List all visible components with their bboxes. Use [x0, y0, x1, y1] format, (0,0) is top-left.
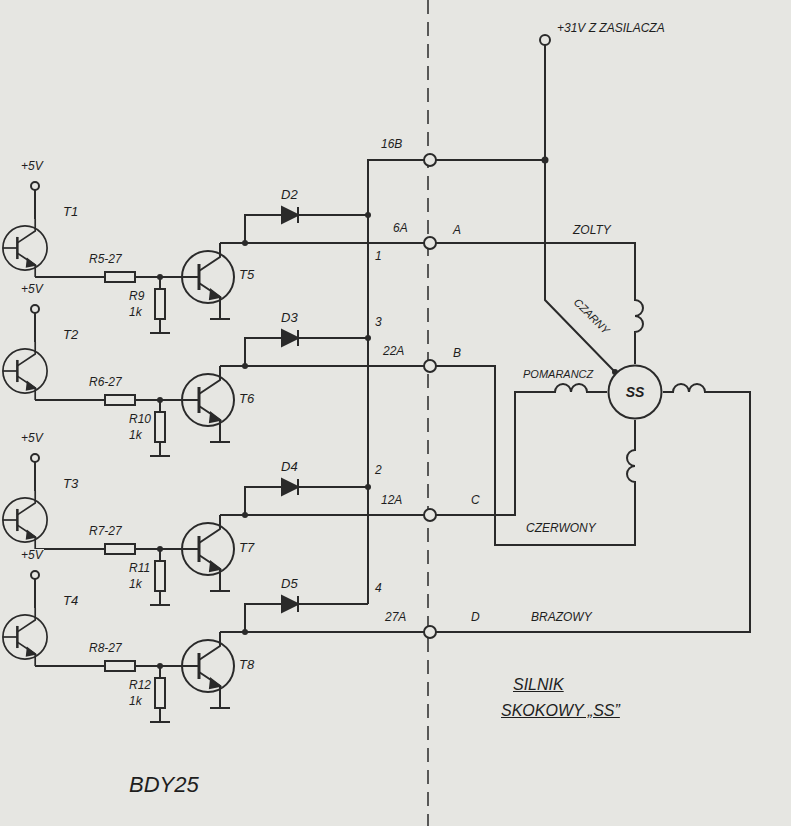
- schematic-label: 1: [374, 250, 383, 264]
- schematic-label: D2: [280, 188, 299, 203]
- schematic-label: 22A: [382, 345, 405, 359]
- schematic-label: T8: [238, 658, 255, 673]
- schematic-label: T5: [238, 268, 255, 283]
- schematic-label: D: [470, 611, 481, 625]
- schematic-label: R11: [128, 562, 151, 576]
- schematic-label: ZOLTY: [572, 224, 612, 238]
- schematic-label: 1k: [128, 306, 143, 320]
- schematic-label: 1k: [128, 695, 143, 709]
- schematic-label: R9: [128, 290, 145, 304]
- schematic-label: CZERWONY: [525, 522, 597, 536]
- schematic-label: T3: [62, 477, 79, 492]
- schematic-label: SKOKOWY „SS”: [500, 702, 621, 720]
- schematic-label: SILNIK: [512, 676, 565, 694]
- schematic-label: 4: [374, 582, 383, 596]
- schematic-label: D5: [280, 577, 299, 592]
- schematic-label: 16B: [380, 138, 403, 152]
- schematic-label: +5V: [20, 160, 44, 174]
- schematic-label: +31V Z ZASILACZA: [556, 22, 666, 36]
- schematic-label: CZARNY: [570, 295, 612, 337]
- schematic-label: BRAZOWY: [530, 611, 593, 625]
- schematic-label: POMARANCZ: [522, 368, 594, 381]
- schematic-label: 2: [374, 464, 383, 478]
- schematic-label: 1k: [128, 578, 143, 592]
- schematic-label: R5-27: [88, 253, 123, 267]
- schematic-label: R12: [128, 679, 152, 693]
- schematic-label: 6A: [392, 222, 409, 236]
- schematic-label: 3: [374, 316, 383, 330]
- schematic-label: T7: [238, 541, 255, 556]
- motor-circle: SS: [607, 364, 663, 420]
- schematic-label: D3: [280, 311, 299, 326]
- schematic-label: +5V: [20, 283, 44, 297]
- schematic-label: D4: [280, 460, 299, 475]
- schematic-label: R8-27: [88, 642, 123, 656]
- schematic-label: R6-27: [88, 376, 123, 390]
- schematic-label: 12A: [380, 494, 403, 508]
- schematic-label: R7-27: [88, 525, 123, 539]
- schematic-label: T6: [238, 392, 255, 407]
- schematic-label: C: [470, 494, 481, 508]
- schematic-label: T1: [62, 205, 79, 220]
- schematic-label: +5V: [20, 549, 44, 563]
- schematic-label: T4: [62, 594, 79, 609]
- schematic-label: 27A: [384, 611, 407, 625]
- schematic-label: +5V: [20, 432, 44, 446]
- schematic-label: B: [452, 347, 462, 361]
- schematic-label: BDY25: [128, 772, 200, 797]
- schematic-label: 1k: [128, 429, 143, 443]
- schematic-label: A: [452, 224, 462, 238]
- schematic-label: T2: [62, 328, 79, 343]
- motor-label: SS: [607, 364, 663, 420]
- schematic-label: R10: [128, 413, 152, 427]
